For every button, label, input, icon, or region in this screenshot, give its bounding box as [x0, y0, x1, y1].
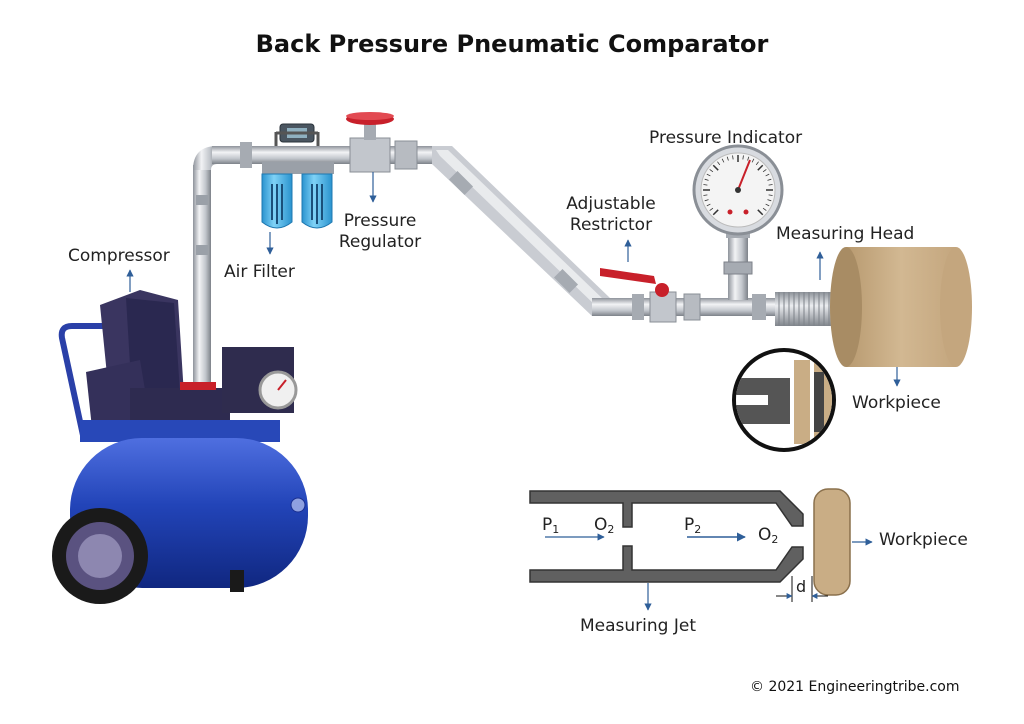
label-adjustable-restrictor: Adjustable Restrictor	[556, 194, 666, 236]
label-adjustable-restrictor-line2: Restrictor	[569, 215, 653, 235]
detail-magnifier	[732, 348, 836, 452]
riser-pipe	[193, 165, 211, 390]
riser-elbow	[193, 146, 217, 170]
diagram-title: Back Pressure Pneumatic Comparator	[255, 30, 769, 58]
workpiece-cylinder	[830, 247, 972, 367]
label-workpiece-jet: Workpiece	[879, 530, 968, 550]
gauge-tick	[712, 209, 719, 216]
gauge-tick	[765, 203, 770, 207]
gauge-tick	[768, 184, 773, 186]
gauge-tick	[709, 207, 714, 211]
symbol-gap-d: d	[796, 577, 806, 596]
callout-arrows	[126, 172, 901, 611]
gauge-tick	[747, 156, 750, 161]
gauge-tick	[706, 173, 711, 177]
gauge-tick	[704, 178, 709, 181]
symbol-o2: O2	[758, 525, 778, 546]
label-pressure-regulator-line2: Regulator	[338, 232, 422, 252]
gauge-tick	[703, 194, 708, 196]
adjustable-restrictor	[600, 268, 677, 323]
jet-workpiece	[813, 488, 851, 596]
gauge-tick	[726, 156, 729, 161]
label-compressor: Compressor	[68, 246, 170, 266]
symbol-o1: O2	[594, 515, 614, 536]
label-pressure-indicator: Pressure Indicator	[649, 128, 803, 148]
gauge-tick	[768, 194, 773, 196]
gauge-tick	[762, 169, 767, 173]
label-adjustable-restrictor-line1: Adjustable	[566, 194, 656, 214]
gauge-tick	[721, 158, 725, 163]
gauge-tick	[767, 178, 772, 181]
measuring-jet-schematic	[529, 488, 851, 602]
label-pressure-regulator: Pressure Regulator	[330, 211, 430, 253]
label-measuring-head: Measuring Head	[776, 224, 915, 244]
gauge-tick	[765, 173, 770, 177]
gauge-tick	[703, 184, 708, 186]
gauge-tick	[757, 209, 764, 216]
gauge-tick	[732, 155, 734, 160]
gauge-tick	[767, 199, 772, 202]
gauge-tick	[706, 203, 711, 207]
gauge-tick	[712, 164, 719, 171]
copyright-notice: © 2021 Engineeringtribe.com	[750, 679, 960, 695]
air-filter	[261, 123, 334, 229]
gauge-tick	[755, 161, 759, 166]
pipe-system	[193, 140, 782, 390]
label-measuring-jet: Measuring Jet	[580, 616, 696, 636]
compressor	[52, 290, 308, 604]
label-workpiece-top: Workpiece	[852, 393, 941, 413]
pressure-regulator	[346, 112, 394, 173]
symbol-p2: P2	[684, 515, 701, 536]
label-pressure-regulator-line1: Pressure	[343, 211, 417, 231]
pressure-indicator	[692, 144, 784, 300]
label-air-filter: Air Filter	[224, 262, 295, 282]
workpiece-face	[830, 247, 862, 367]
gauge-tick	[704, 199, 709, 202]
gauge-tick	[751, 158, 755, 163]
gauge-tick	[742, 155, 744, 160]
gauge-tick	[757, 164, 764, 171]
gauge-needle	[737, 159, 751, 191]
gauge-tick	[762, 207, 767, 211]
symbol-p1: P1	[542, 515, 559, 536]
gauge-tick	[717, 161, 721, 166]
gauge-tick	[709, 169, 714, 173]
